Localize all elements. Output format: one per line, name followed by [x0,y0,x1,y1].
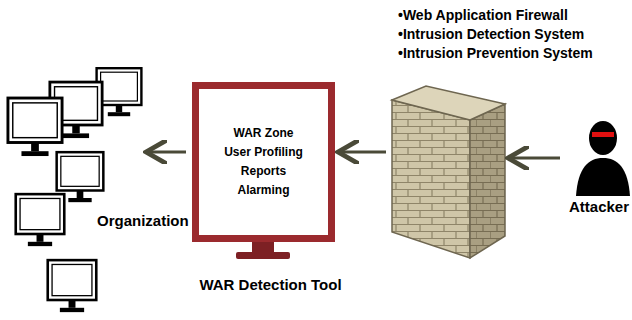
organization-group: Organization [0,62,143,320]
computer-group [8,68,141,312]
monitor-stand [236,241,290,259]
feature-item: Reports [241,162,286,181]
actor-label: Attacker [569,198,629,215]
flow-arrow [341,151,386,154]
feature-item: Alarming [237,181,289,200]
list-item: •Web Application Firewall [398,6,626,25]
flow-arrow [149,151,186,154]
attacker-figure [576,121,630,196]
security-list: •Web Application Firewall•Intrusion Dete… [398,6,626,63]
list-item: •Intrusion Detection System [398,25,626,44]
tool-caption: WAR Detection Tool [159,276,382,293]
feature-item: User Profiling [224,143,303,162]
feature-item: WAR Zone [234,124,294,143]
attacker: Attacker [566,118,632,218]
tool-monitor: WAR ZoneUser ProfilingReportsAlarmingWAR… [192,82,335,242]
firewall: •Web Application Firewall•Intrusion Dete… [392,90,505,258]
brick-wall [392,86,505,258]
list-item: •Intrusion Prevention System [398,44,626,63]
group-label: Organization [95,212,191,229]
flow-arrow [511,157,560,160]
